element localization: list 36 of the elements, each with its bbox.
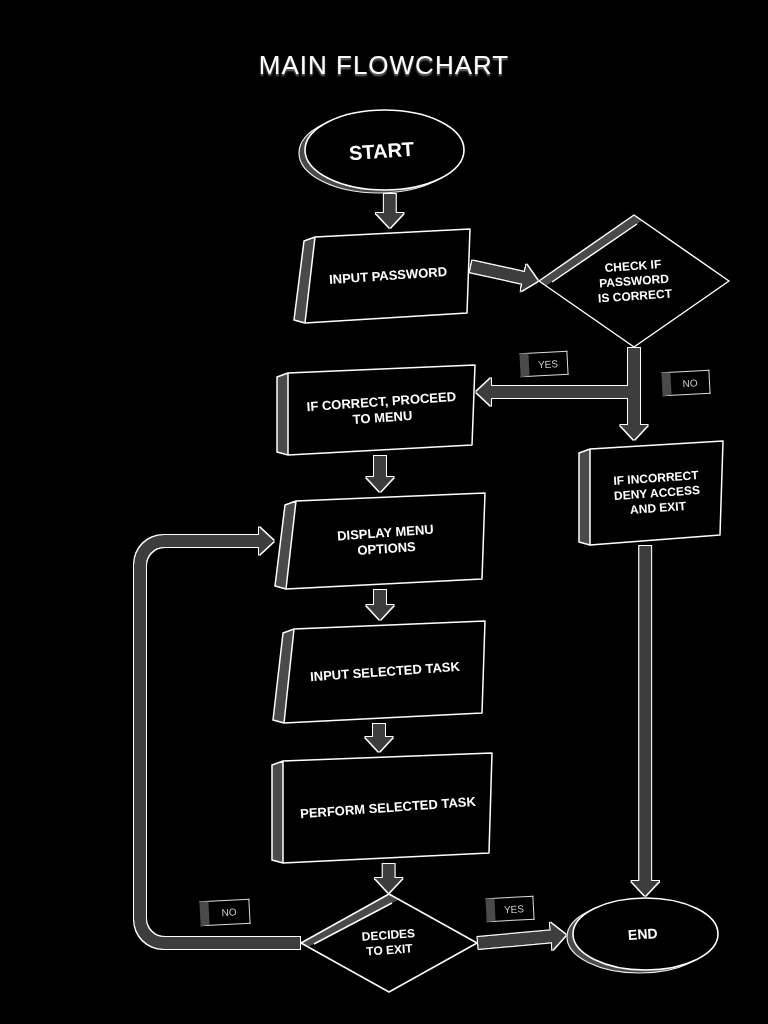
decision-diamond	[300, 893, 478, 993]
arrow	[366, 456, 394, 492]
edge-label: NO	[661, 369, 711, 397]
edge-label: YES	[485, 895, 535, 923]
arrow	[365, 724, 393, 752]
step-label: IF INCORRECT DENY ACCESS AND EXIT	[611, 466, 702, 519]
arrow	[366, 590, 394, 620]
decision-diamond	[538, 214, 730, 348]
edge-label: YES	[519, 350, 569, 378]
arrow	[477, 922, 567, 951]
arrow	[631, 546, 660, 896]
process-box	[578, 440, 724, 546]
step-label: DISPLAY MENU OPTIONS	[335, 520, 436, 560]
arrow	[375, 194, 404, 228]
arrow	[374, 864, 403, 893]
process-box	[271, 752, 493, 864]
step-label: CHECK IF PASSWORD IS CORRECT	[596, 255, 674, 307]
arrow	[134, 527, 300, 949]
step-label: PERFORM SELECTED TASK	[299, 793, 477, 823]
step-label: START	[348, 136, 415, 166]
step-label: DECIDES TO EXIT	[360, 925, 417, 961]
edge-label: NO	[199, 898, 251, 927]
process-box	[276, 364, 476, 456]
process-box	[274, 492, 486, 590]
terminal-oval	[298, 108, 465, 194]
process-box	[272, 620, 486, 724]
step-label: INPUT PASSWORD	[328, 263, 448, 289]
process-box	[293, 228, 471, 324]
arrow	[620, 398, 648, 440]
step-label: END	[627, 925, 658, 945]
terminal-oval	[566, 896, 719, 974]
arrow	[469, 260, 540, 292]
step-label: IF CORRECT, PROCEED TO MENU	[305, 388, 458, 430]
arrow	[476, 378, 640, 406]
step-label: INPUT SELECTED TASK	[309, 658, 461, 686]
diagram-title: MAIN FLOWCHART	[258, 50, 510, 81]
